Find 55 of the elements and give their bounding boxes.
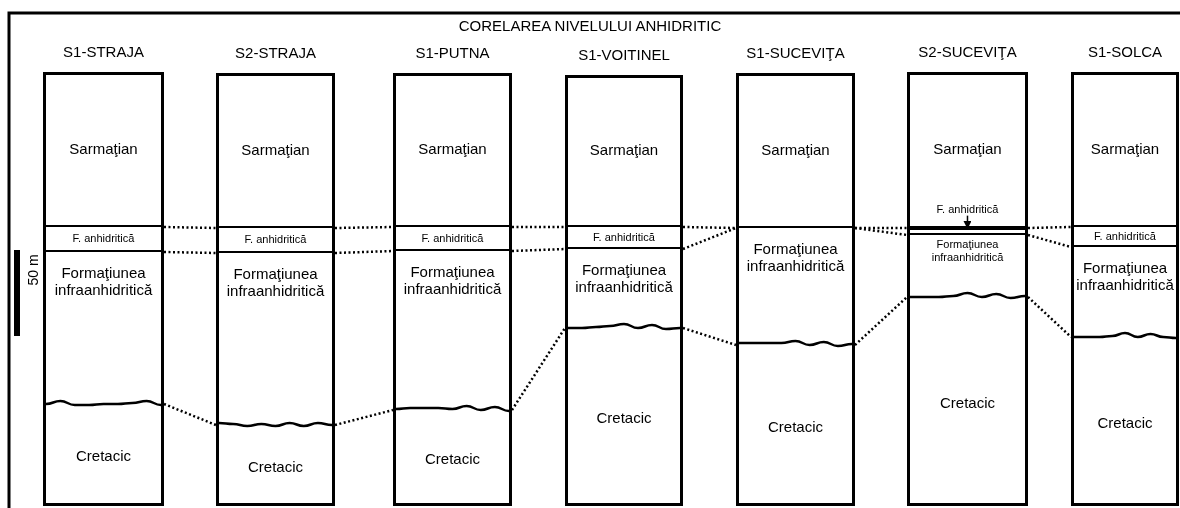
layer-label: Formaţiunea infraanhidritică xyxy=(930,238,1005,264)
column-heading: S1-STRAJA xyxy=(63,43,144,60)
thin-layer xyxy=(910,228,1025,235)
column-heading: S1-VOITINEL xyxy=(578,46,670,63)
correlation-line xyxy=(1027,233,1072,249)
layer-label: Cretacic xyxy=(425,450,480,468)
layer-label: F. anhidritică xyxy=(936,203,999,216)
layer-label: Formaţiunea infraanhidritică xyxy=(574,261,674,296)
layer-label: Sarmaţian xyxy=(1090,139,1160,158)
layer-label: F. anhidritică xyxy=(1094,229,1156,243)
correlation-line xyxy=(163,402,217,427)
layer-label: Sarmaţian xyxy=(418,140,487,158)
correlation-line xyxy=(1027,225,1072,230)
correlation-line xyxy=(334,408,394,427)
correlation-line xyxy=(334,225,394,230)
layer-label: Formaţiunea infraanhidritică xyxy=(402,263,503,298)
correlation-line xyxy=(334,249,394,255)
column-heading: S1-PUTNA xyxy=(415,44,490,61)
correlation-line xyxy=(682,225,737,230)
layer-label: Sarmaţian xyxy=(69,139,138,158)
layer-label: Cretacic xyxy=(940,393,995,412)
correlation-line xyxy=(682,326,737,347)
correlation-line xyxy=(1027,296,1072,338)
column-heading: S2-SUCEVIŢA xyxy=(918,43,1017,60)
layer-label: F. anhidritică xyxy=(421,231,484,245)
column-heading: S2-STRAJA xyxy=(235,44,316,61)
correlation-line xyxy=(511,247,566,253)
column-heading: S1-SOLCA xyxy=(1087,43,1163,60)
layer-label: Cretacic xyxy=(768,417,823,436)
layer-label: Formaţiunea infraanhidritică xyxy=(53,264,154,299)
layer-label: Cretacic xyxy=(596,409,652,427)
layer-label: Sarmaţian xyxy=(241,140,310,159)
correlation-line xyxy=(854,296,908,346)
layer-label: Sarmaţian xyxy=(589,141,659,159)
leader-arrow xyxy=(963,214,972,229)
layer-label: Sarmaţian xyxy=(761,140,830,159)
correlation-line xyxy=(510,327,567,411)
correlation-line xyxy=(163,225,217,230)
column-heading: S1-SUCEVIŢA xyxy=(746,44,845,61)
correlation-line xyxy=(512,225,565,229)
layer-label: Cretacic xyxy=(248,457,303,476)
layer-label: F. anhidritică xyxy=(244,233,307,246)
diagram-title: CORELAREA NIVELULUI ANHIDRITIC xyxy=(458,17,722,34)
layer-label: Cretacic xyxy=(76,447,131,465)
layer-label: Formaţiunea infraanhidritică xyxy=(225,265,326,300)
layer-label: Cretacic xyxy=(1097,413,1153,432)
layer-label: Formaţiunea infraanhidritică xyxy=(1075,259,1175,294)
scale-label: 50 m xyxy=(24,254,41,286)
correlation-line xyxy=(682,226,737,251)
layer-label: Sarmaţian xyxy=(933,140,1002,158)
correlation-line xyxy=(854,226,908,237)
layer-label: F. anhidritică xyxy=(72,232,135,245)
correlation-line xyxy=(163,250,217,255)
layer-label: F. anhidritică xyxy=(593,230,655,244)
layer-label: Formaţiunea infraanhidritică xyxy=(745,240,846,275)
